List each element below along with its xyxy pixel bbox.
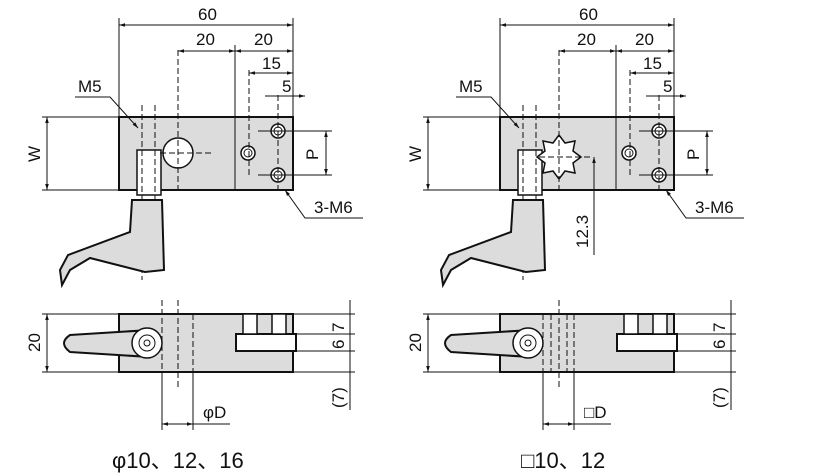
dim-offset: 12.3 [573,215,592,248]
dim-overall: 60 [198,5,217,24]
label-3-m6: 3-M6 [314,198,353,217]
dim-pitch-p: P [303,149,322,160]
lever-side [63,328,151,359]
label-3-m6: 3-M6 [695,198,734,217]
dim-pitch-c: 15 [643,54,662,73]
right-drawing-square-bore: 60 20 20 15 5 W P 12.3 M5 3-M6 □D 20 7 6… [406,5,744,473]
clamp-lever [439,199,547,289]
dim-edge: 5 [663,77,672,96]
dim-top: 7 [710,323,729,332]
dim-slot: 6 [329,340,348,349]
dim-pitch-b: 20 [254,30,273,49]
dim-bottom: (7) [710,387,729,408]
caption-round: φ10、12、16 [112,448,244,473]
dim-pitch-b: 20 [635,30,654,49]
label-m5: M5 [459,77,483,96]
dim-bottom: (7) [329,387,348,408]
dim-height: 20 [406,333,425,352]
label-m5: M5 [78,77,102,96]
dim-slot: 6 [710,340,729,349]
dim-pitch-a: 20 [577,30,596,49]
dim-bore: □D [584,403,607,422]
clamp-lever [58,199,166,289]
dim-overall: 60 [579,5,598,24]
dim-pitch-a: 20 [196,30,215,49]
dim-bore: φD [203,403,226,422]
clamp-screw [136,149,162,196]
dim-pitch-p: P [684,149,703,160]
dim-width: W [25,146,44,162]
dim-height: 20 [25,333,44,352]
dim-pitch-c: 15 [262,54,281,73]
caption-square: □10、12 [521,448,605,473]
dim-top: 7 [329,323,348,332]
left-drawing-round-bore: 60 20 20 15 5 W P M5 3-M6 φD 20 7 6 (7) … [25,5,363,473]
dim-width: W [406,146,425,162]
dim-edge: 5 [282,77,291,96]
